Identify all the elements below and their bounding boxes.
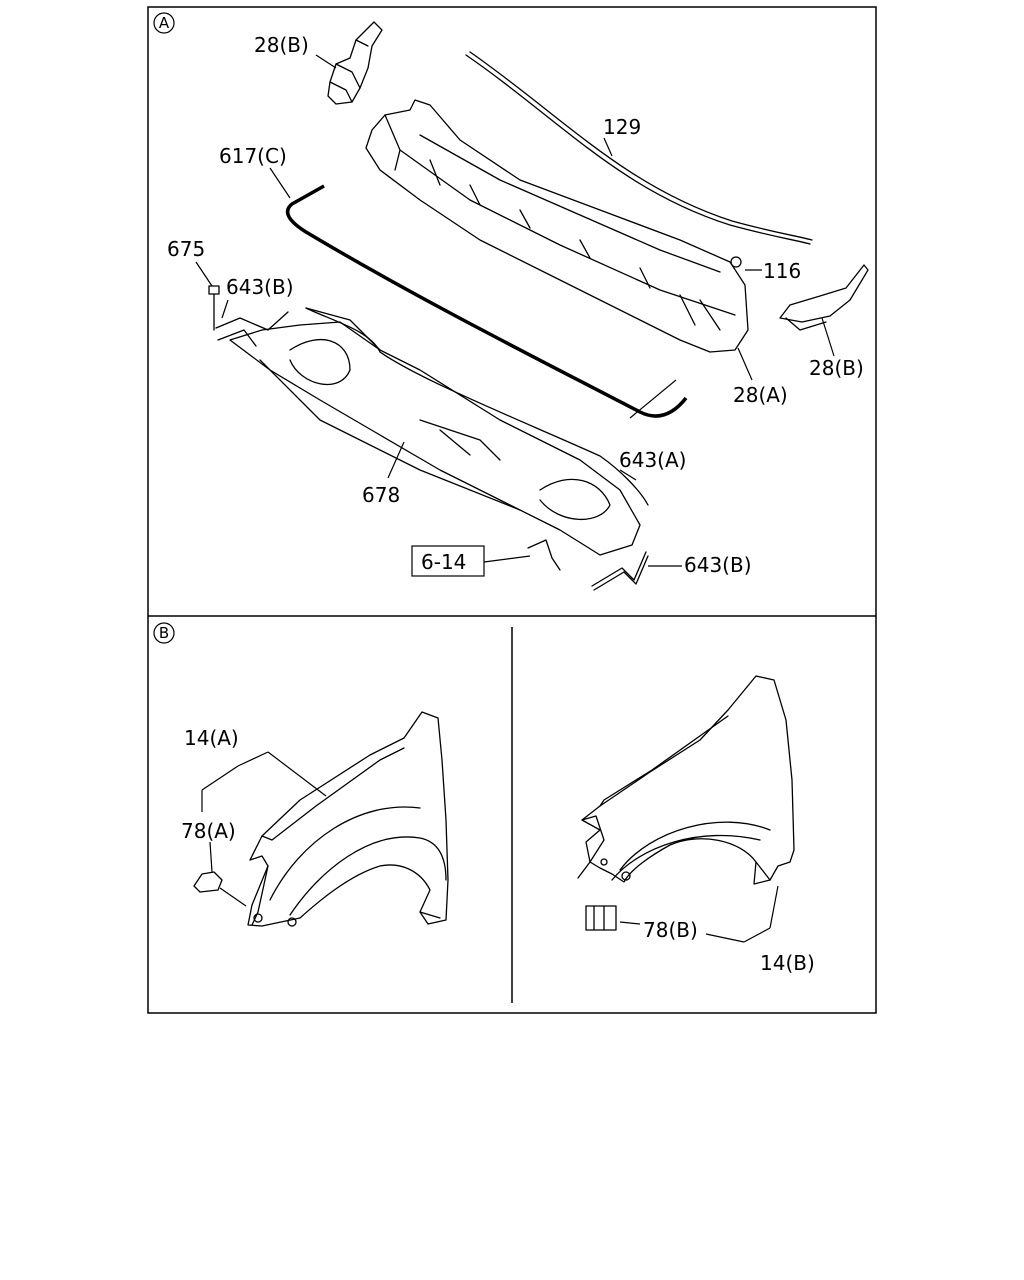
section-a-marker: A [153,12,175,34]
bolt-675 [208,285,220,331]
section-b-letter: B [159,624,169,642]
clip-78b [585,905,617,931]
label-28b-right: 28(B) [809,356,864,380]
label-678: 678 [362,483,400,507]
label-14a: 14(A) [184,726,239,750]
bracket-643b-bottom [591,551,647,587]
label-28b-top: 28(B) [254,33,309,57]
cowl-panel-678 [229,307,641,556]
label-617c: 617(C) [219,144,287,168]
weatherstrip-129 [465,54,811,245]
label-643a: 643(A) [619,448,686,472]
ref-box-6-14 [411,545,485,577]
label-116: 116 [763,259,801,283]
label-643b-top: 643(B) [226,275,294,299]
diagram-frame [147,6,877,1014]
fender-14a [247,711,449,927]
seal-617c [285,184,688,418]
clip-116 [730,256,742,268]
label-78b: 78(B) [643,918,698,942]
fender-14b [577,675,795,885]
label-6-14: 6-14 [421,550,466,574]
label-675: 675 [167,237,205,261]
label-129: 129 [603,115,641,139]
clip-78a [193,871,223,893]
label-643b-bottom: 643(B) [684,553,752,577]
bracket-28b-top [327,21,383,105]
leader-lines-a [195,54,835,567]
label-14b: 14(B) [760,951,815,975]
label-78a: 78(A) [181,819,236,843]
label-28a: 28(A) [733,383,788,407]
cowl-top-28a [365,99,749,353]
section-a-letter: A [159,14,170,32]
wire-643a [305,307,649,506]
leader-lines-b [201,751,779,943]
bracket-28b-right [779,264,869,331]
bracket-small [527,539,561,571]
section-b-marker: B [153,622,175,644]
bracket-643b-top [215,311,289,331]
